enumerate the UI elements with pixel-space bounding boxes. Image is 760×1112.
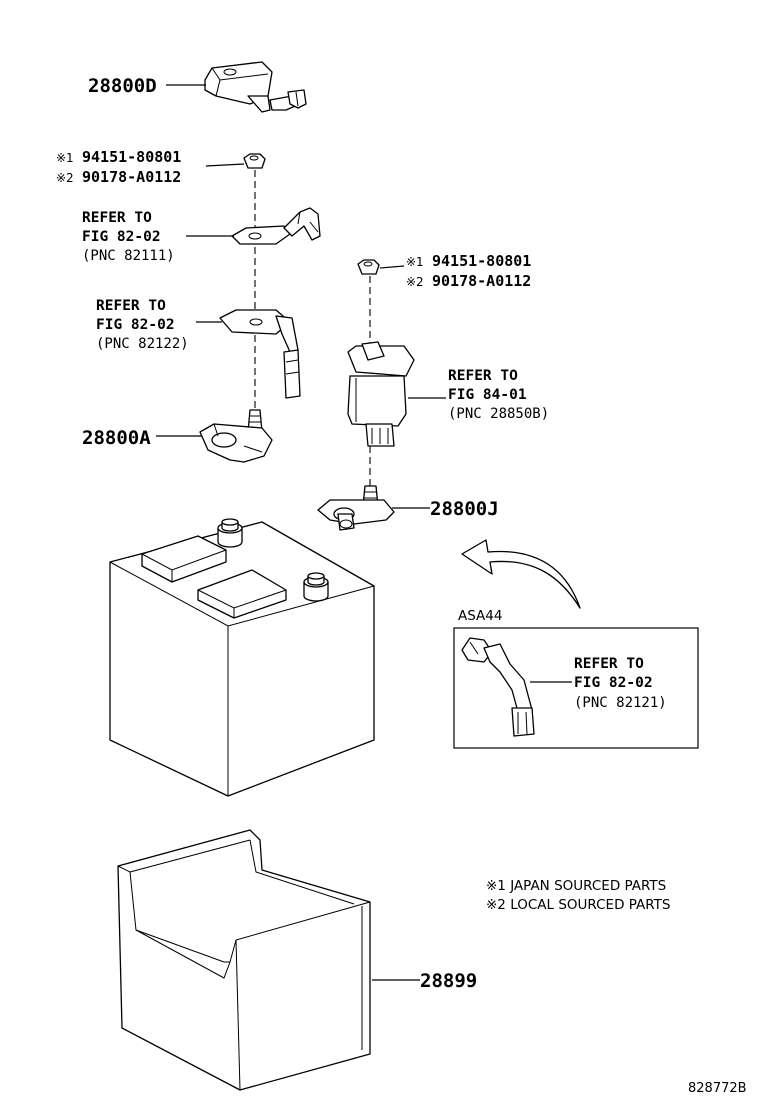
inset-box — [453, 627, 699, 749]
inset-title: ASA44 — [458, 608, 502, 624]
ref-28850b-line1: REFER TO — [448, 368, 518, 384]
mark-local-2: ※2 — [406, 275, 424, 289]
battery-clamp-28800a-drawing — [199, 409, 273, 463]
part-number-94151-right: 94151-80801 — [432, 252, 531, 270]
mark-local-2: ※2 — [56, 171, 74, 185]
ref-82121-line2: FIG 82-02 — [574, 675, 653, 691]
ref-28850b-line2: FIG 84-01 — [448, 387, 527, 403]
ref-82111-line1: REFER TO — [82, 210, 152, 226]
part-label-28800d: 28800D — [88, 75, 157, 97]
battery-tray-28899-drawing — [117, 829, 371, 1091]
ref-82122-line3: (PNC 82122) — [96, 336, 189, 352]
figure-code: 828772B — [688, 1081, 747, 1096]
terminal-cover-28800d-drawing — [204, 61, 307, 113]
nut-icon — [243, 153, 266, 169]
ref-82121-line1: REFER TO — [574, 656, 644, 672]
ref-82111-line3: (PNC 82111) — [82, 248, 175, 264]
ref-82122-line2: FIG 82-02 — [96, 317, 175, 333]
fuse-block-28850b-drawing — [347, 341, 415, 447]
part-label-28800a: 28800A — [82, 427, 151, 449]
part-label-28800j: 28800J — [430, 498, 499, 520]
part-number-90178-right: 90178-A0112 — [432, 272, 531, 290]
cable-terminal-82121-drawing — [461, 637, 535, 737]
battery-clamp-28800j-drawing — [317, 485, 395, 531]
mark-japan-1: ※1 — [406, 255, 424, 269]
part-number-94151-top: 94151-80801 — [82, 148, 181, 166]
part-label-28899: 28899 — [420, 970, 477, 992]
ref-28850b-line3: (PNC 28850B) — [448, 406, 549, 422]
ref-82111-line2: FIG 82-02 — [82, 229, 161, 245]
cable-terminal-82111-drawing — [231, 207, 321, 245]
cable-terminal-82122-drawing — [219, 309, 301, 399]
legend-note-2: ※2 LOCAL SOURCED PARTS — [486, 897, 671, 913]
battery-drawing — [109, 518, 375, 797]
curved-arrow-icon — [461, 539, 581, 609]
part-number-90178-top: 90178-A0112 — [82, 168, 181, 186]
legend-note-1: ※1 JAPAN SOURCED PARTS — [486, 878, 666, 894]
ref-82121-line3: (PNC 82121) — [574, 695, 667, 711]
ref-82122-line1: REFER TO — [96, 298, 166, 314]
mark-japan-1: ※1 — [56, 151, 74, 165]
nut-icon — [357, 259, 380, 275]
